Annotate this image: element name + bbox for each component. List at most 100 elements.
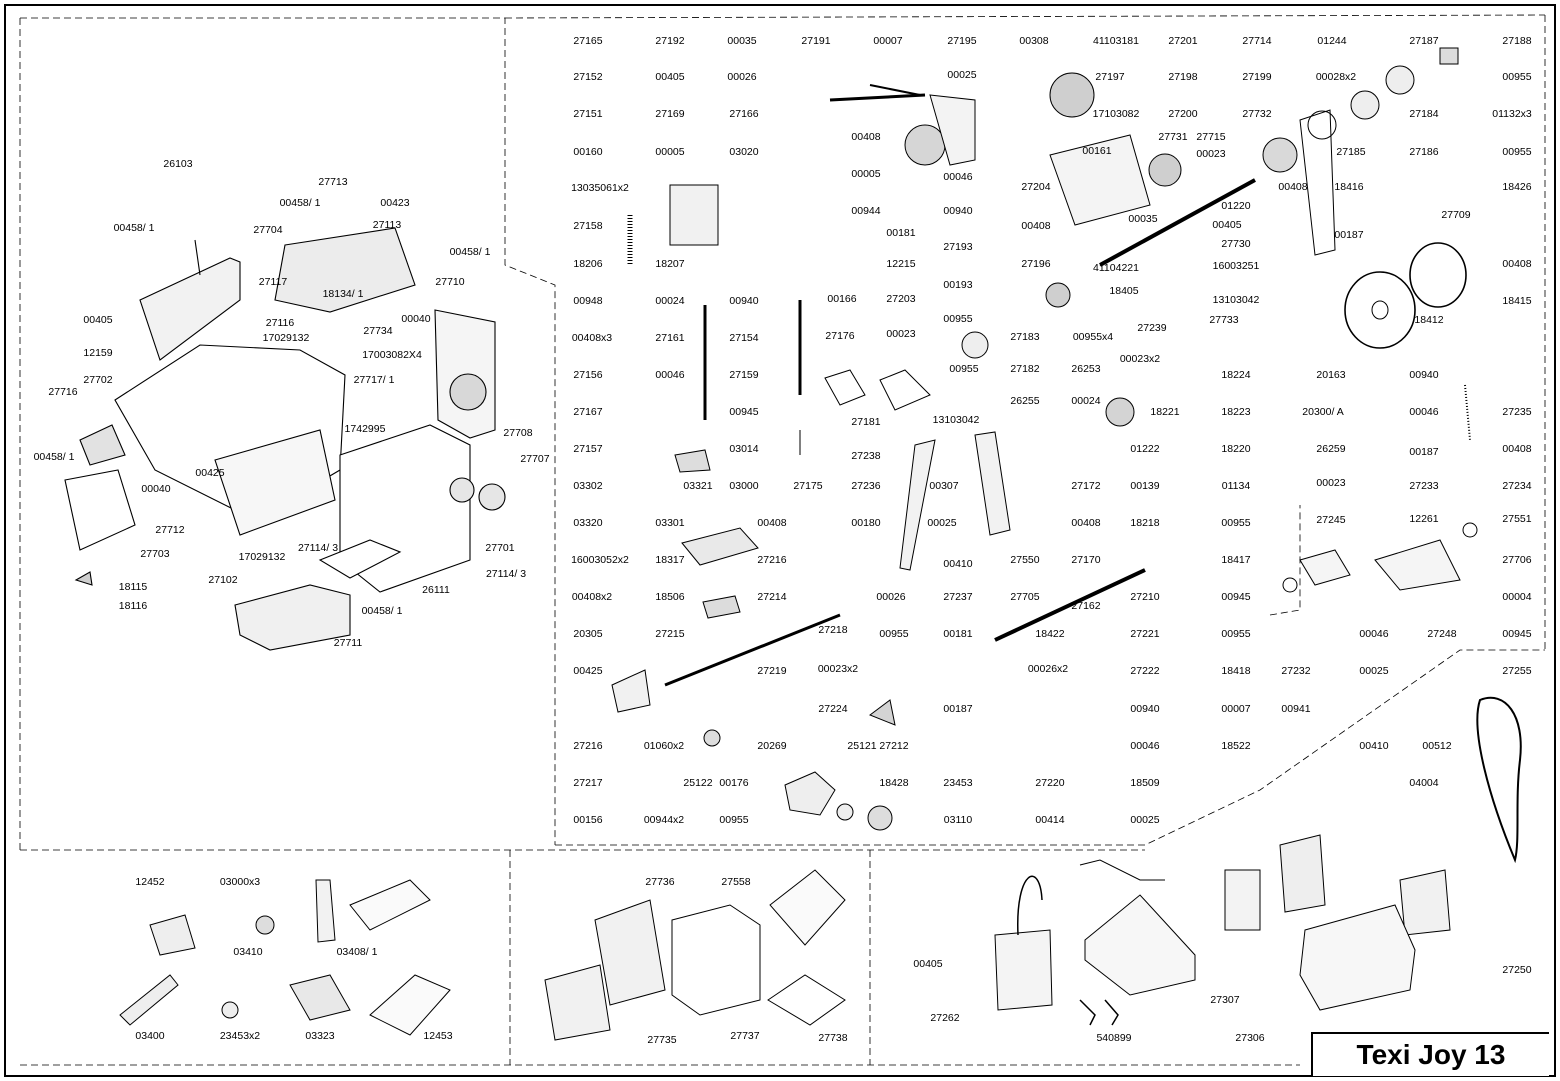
part-label: 27117 [259, 276, 288, 288]
part-label: 00408 [1071, 517, 1100, 529]
part-label: 18412 [1414, 314, 1443, 326]
part-label: 03408/ 1 [337, 946, 378, 958]
flange-27184 [1350, 90, 1380, 120]
part-label: 00161 [1082, 145, 1111, 157]
part-label: 26103 [163, 158, 192, 170]
part-label: 27186 [1409, 146, 1438, 158]
hook-base-18428 [784, 771, 836, 816]
pulley-27731 [1148, 153, 1182, 187]
part-label: 27245 [1316, 514, 1345, 526]
part-label: 27114/ 3 [298, 542, 338, 554]
part-label: 00408 [757, 517, 786, 529]
part-label: 00425 [195, 467, 224, 479]
machine-casing-assembly [64, 227, 506, 651]
part-label: 27182 [1010, 363, 1039, 375]
part-label: 00026x2 [1028, 663, 1068, 675]
shaft-27214 [664, 613, 841, 687]
part-label: 27166 [729, 108, 758, 120]
part-label: 27221 [1130, 628, 1159, 640]
part-label: 27219 [757, 665, 786, 677]
part-label: 00160 [573, 146, 602, 158]
part-label: 27732 [1242, 108, 1271, 120]
part-label: 04004 [1409, 777, 1438, 789]
shaft-27192 [829, 93, 926, 102]
part-label: 03323 [305, 1030, 334, 1042]
part-label: 27195 [947, 35, 976, 47]
part-label: 03302 [573, 480, 602, 492]
motor-bracket-27250 [1399, 869, 1451, 936]
part-label: 00944 [851, 205, 880, 217]
carton-27737 [671, 904, 761, 1016]
part-label: 00955 [949, 363, 978, 375]
part-label: 27167 [573, 406, 602, 418]
presser-foot-03321 [674, 449, 711, 473]
part-label: 27233 [1409, 480, 1438, 492]
part-label: 00458/ 1 [450, 246, 491, 258]
part-label: 27204 [1021, 181, 1050, 193]
part-label: 00941 [1281, 703, 1310, 715]
part-label: 13103042 [1213, 294, 1260, 306]
part-label: 00408 [851, 131, 880, 143]
part-label: 27703 [140, 548, 169, 560]
part-label: 00512 [1422, 740, 1451, 752]
cloth-27558 [769, 869, 846, 946]
part-label: 00023 [1196, 148, 1225, 160]
frame-27193 [929, 94, 976, 166]
part-label: 00944x2 [644, 814, 684, 826]
part-label: 27165 [573, 35, 602, 47]
part-label: 27716 [48, 386, 77, 398]
part-label: 00035 [727, 35, 756, 47]
part-label: 00945 [1502, 628, 1531, 640]
part-label: 00425 [573, 665, 602, 677]
part-label: 00187 [1409, 446, 1438, 458]
bag-12453 [369, 974, 451, 1036]
part-label: 18509 [1130, 777, 1159, 789]
part-label: 27183 [1010, 331, 1039, 343]
part-label: 27172 [1071, 480, 1100, 492]
part-label: 27262 [930, 1012, 959, 1024]
box-27736 [594, 899, 666, 1006]
part-label: 03020 [729, 146, 758, 158]
lever-27238 [899, 439, 936, 571]
box-27735 [544, 964, 611, 1041]
part-label: 27157 [573, 443, 602, 455]
part-label: 27154 [729, 332, 758, 344]
part-label: 27102 [208, 574, 237, 586]
part-label: 27175 [793, 480, 822, 492]
bracket-27176 [824, 369, 866, 406]
bushing-27182 [961, 331, 989, 359]
part-label: 01222 [1130, 443, 1159, 455]
screwdriver-03400 [119, 974, 179, 1026]
lever-27732 [1299, 109, 1336, 256]
part-label: 27715 [1196, 131, 1225, 143]
terminal-box-04004 [1279, 834, 1326, 913]
part-label: 03000 [729, 480, 758, 492]
part-label: 03000x3 [220, 876, 260, 888]
rear-cover-27713 [139, 257, 241, 361]
bracket-27151 [669, 184, 719, 246]
needle-plate-18317 [681, 527, 759, 566]
part-label: 27551 [1502, 513, 1531, 525]
part-label: 18428 [879, 777, 908, 789]
part-label: 27236 [851, 480, 880, 492]
part-label: 20305 [573, 628, 602, 640]
part-label: 27734 [363, 325, 392, 337]
part-label: 27170 [1071, 554, 1100, 566]
part-label: 27550 [1010, 554, 1039, 566]
part-label: 00023x2 [818, 663, 858, 675]
part-label: 20269 [757, 740, 786, 752]
part-label: 18418 [1221, 665, 1250, 677]
part-label: 18422 [1035, 628, 1064, 640]
part-label: 00955 [943, 313, 972, 325]
part-label: 18116 [119, 600, 148, 612]
part-label: 00046 [943, 171, 972, 183]
part-label: 27709 [1441, 209, 1470, 221]
plate-27204 [1049, 134, 1151, 226]
part-label: 27113 [373, 219, 402, 231]
part-label: 27701 [485, 542, 514, 554]
part-label: 27222 [1130, 665, 1159, 677]
part-label: 00156 [573, 814, 602, 826]
tray-26111 [318, 539, 402, 579]
part-label: 17103082 [1093, 108, 1140, 120]
